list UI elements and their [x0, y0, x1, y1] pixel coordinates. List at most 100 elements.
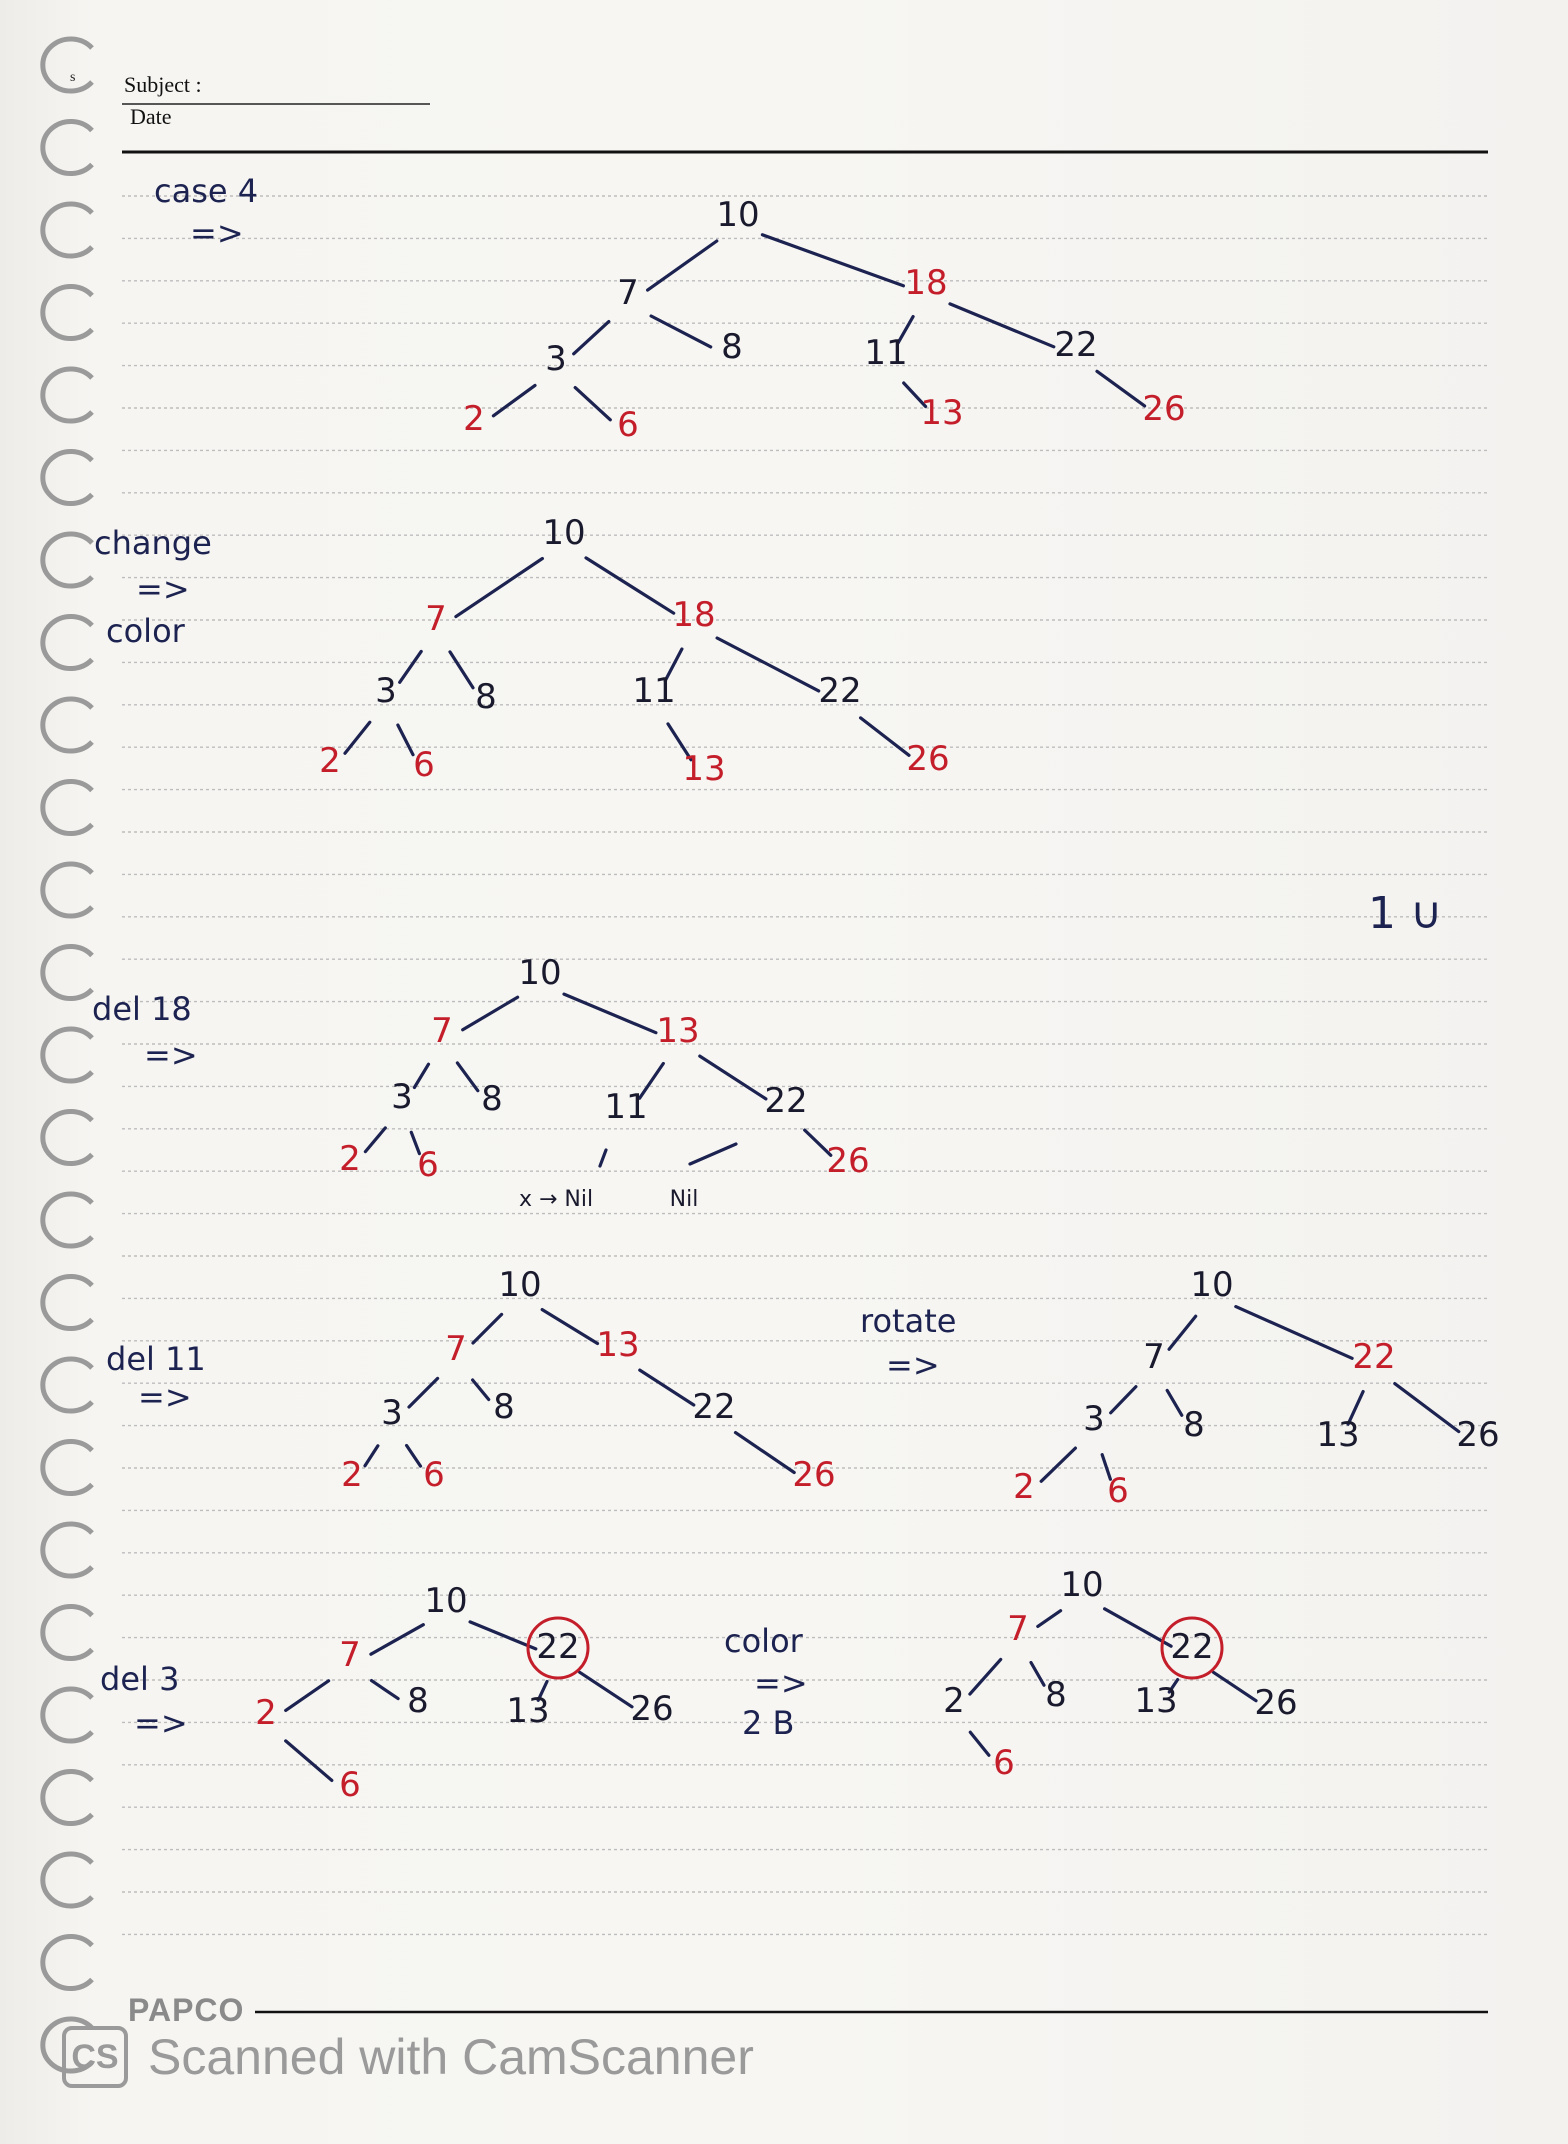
tree-node: 13	[1316, 1415, 1359, 1455]
tree-node: 26	[630, 1689, 673, 1729]
tree-node: 7	[617, 273, 639, 313]
tree-edge	[573, 386, 612, 422]
step2-label-2: color	[106, 612, 185, 650]
tree-node: 8	[1045, 1675, 1067, 1715]
tree-node: 2	[1013, 1467, 1035, 1507]
tree-node: 8	[493, 1387, 515, 1427]
tree-edge	[1234, 1304, 1354, 1360]
binder-hole	[40, 696, 94, 754]
tree-node: 3	[375, 671, 397, 711]
tree-node: 22	[1352, 1337, 1395, 1377]
tree-edge	[454, 556, 545, 619]
tree-node: 11	[632, 671, 675, 711]
tree-edge	[803, 1128, 833, 1157]
tree-node: 22	[1170, 1627, 1213, 1667]
tree-node: 2	[463, 399, 485, 439]
tree-node: 13	[506, 1691, 549, 1731]
tree-node: 26	[906, 739, 949, 779]
tree-node: 3	[391, 1077, 413, 1117]
tree-edge	[409, 1130, 421, 1156]
step4-arrow: =>	[138, 1378, 192, 1416]
tree-edge	[491, 383, 537, 418]
highlight-circle	[1160, 1616, 1224, 1680]
tree-edge	[1102, 1607, 1173, 1648]
tree-node: 26	[1142, 389, 1185, 429]
tree-node: 6	[617, 405, 639, 445]
tree-edge	[637, 1061, 665, 1100]
tree-node: 13	[682, 749, 725, 789]
binder-hole	[40, 284, 94, 341]
tree-node: 11	[864, 333, 907, 373]
tree-node: 2	[319, 741, 341, 781]
binder-hole	[40, 1851, 94, 1909]
tree-node: 2	[943, 1681, 965, 1721]
tree-node: 10	[518, 953, 561, 993]
subject-label: Subject :	[124, 72, 202, 97]
binder-hole	[40, 944, 94, 1001]
tree-node: 6	[423, 1455, 445, 1495]
tree-node: 10	[716, 195, 759, 235]
binder-hole	[40, 1191, 94, 1249]
tree-edge	[1036, 1609, 1063, 1629]
step1-label: case 4	[154, 172, 259, 210]
step4-action-arrow: =>	[886, 1346, 940, 1384]
tree-edge	[363, 1444, 380, 1468]
tree-edge	[948, 302, 1056, 349]
step3-label: del 18	[92, 990, 192, 1028]
binder-hole	[40, 1109, 94, 1166]
tree-node: 22	[764, 1081, 807, 1121]
tree-edge	[698, 1054, 768, 1101]
tree-edge	[398, 649, 423, 684]
binder-hole	[40, 201, 94, 259]
binder-hole	[40, 2016, 94, 2074]
tree-edge	[455, 1061, 480, 1093]
nil-label: Nil	[670, 1187, 699, 1212]
step1-arrow: =>	[190, 214, 244, 252]
nil-edge	[598, 1148, 608, 1168]
date-label: Date	[130, 104, 172, 129]
tree-node: 22	[818, 671, 861, 711]
step2-label: change	[94, 524, 212, 562]
binder-hole	[40, 366, 94, 424]
tree-node: 6	[417, 1145, 439, 1185]
step5-action: color	[724, 1622, 803, 1660]
tree-node: 22	[692, 1387, 735, 1427]
tree-node: 3	[545, 339, 567, 379]
tree-edge	[638, 1368, 696, 1407]
step5-action-note: 2 B	[742, 1704, 795, 1742]
tree-node: 10	[424, 1581, 467, 1621]
binder-hole	[40, 1686, 94, 1744]
tree-node: 26	[1254, 1683, 1297, 1723]
nil-label: x → Nil	[519, 1187, 593, 1212]
tree-edge	[1211, 1670, 1258, 1703]
tree-node: 7	[1007, 1609, 1029, 1649]
tree-edge	[572, 320, 611, 356]
tree-edge	[733, 1430, 796, 1475]
tree-node: 7	[425, 599, 447, 639]
tree-node: 10	[498, 1265, 541, 1305]
tree-node: 2	[341, 1455, 363, 1495]
tree-node: 8	[407, 1681, 429, 1721]
tree-edge	[284, 1739, 334, 1783]
step3-arrow: =>	[144, 1036, 198, 1074]
binder-hole	[40, 1521, 94, 1579]
tree-node: 7	[339, 1635, 361, 1675]
tree-edge	[468, 1620, 538, 1651]
nil-edge	[688, 1142, 738, 1166]
tree-edge	[284, 1679, 331, 1713]
tree-node: 8	[721, 327, 743, 367]
tree-edge	[369, 1623, 425, 1656]
tree-node: 8	[481, 1079, 503, 1119]
tree-edge	[396, 723, 415, 757]
binder-hole	[40, 861, 94, 919]
binder-hole	[40, 1274, 94, 1331]
tree-node: 6	[993, 1743, 1015, 1783]
tree-edge	[536, 1679, 549, 1702]
step5-action-arrow: =>	[754, 1664, 808, 1702]
tree-node: 3	[1083, 1399, 1105, 1439]
binder-hole	[40, 614, 94, 671]
tree-edge	[1393, 1381, 1461, 1434]
tree-edge	[968, 1730, 991, 1757]
